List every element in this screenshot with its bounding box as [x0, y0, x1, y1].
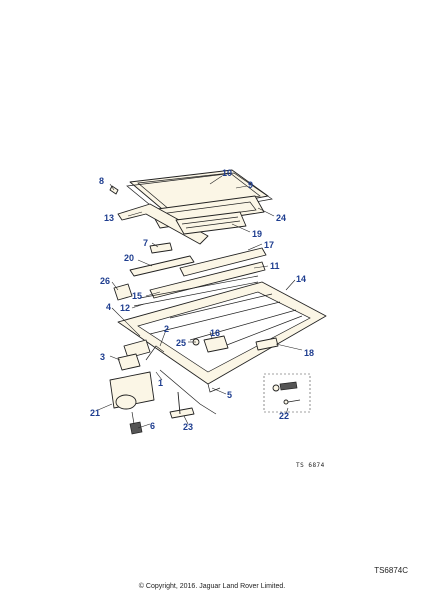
callout-24: 24	[276, 213, 286, 223]
callout-1: 1	[158, 378, 163, 388]
fixing-kit	[263, 373, 311, 413]
rear-drain-bracket	[255, 337, 279, 351]
guide-block	[113, 283, 133, 301]
callout-17: 17	[264, 240, 274, 250]
callout-8: 8	[99, 176, 104, 186]
callout-25: 25	[176, 338, 186, 348]
drain-hose	[159, 369, 217, 415]
callout-3: 3	[100, 352, 105, 362]
callout-2: 2	[164, 324, 169, 334]
crank-handle	[169, 391, 195, 419]
copyright-notice: © Copyright, 2016. Jaguar Land Rover Lim…	[138, 583, 286, 590]
callout-15: 15	[132, 291, 142, 301]
callout-13: 13	[104, 213, 114, 223]
drive-cable-upper	[139, 275, 259, 299]
callout-12: 12	[120, 303, 130, 313]
drawing-reference: TS 6874	[296, 462, 325, 469]
front-rail	[179, 247, 267, 277]
drive-cable-lower	[133, 281, 259, 307]
motor-assembly	[109, 339, 165, 435]
deflector-mechanism	[175, 211, 247, 235]
document-id: TS6874C	[374, 566, 408, 575]
drain-tube	[129, 255, 195, 277]
callout-26: 26	[100, 276, 110, 286]
sunroof-frame	[117, 281, 327, 393]
callout-22: 22	[279, 411, 289, 421]
callout-6: 6	[150, 421, 155, 431]
callout-20: 20	[124, 253, 134, 263]
callout-16: 16	[210, 328, 220, 338]
callout-14: 14	[296, 274, 306, 284]
mounting-bracket	[203, 335, 229, 353]
leader-lines	[97, 175, 303, 429]
callout-21: 21	[90, 408, 100, 418]
callout-10: 10	[222, 168, 232, 178]
callout-4: 4	[106, 302, 111, 312]
callout-18: 18	[304, 348, 314, 358]
bracket	[149, 242, 173, 254]
callout-23: 23	[183, 422, 193, 432]
callout-7: 7	[143, 238, 148, 248]
callout-19: 19	[252, 229, 262, 239]
callout-5: 5	[227, 390, 232, 400]
callout-11: 11	[270, 261, 280, 271]
callout-9: 9	[248, 180, 253, 190]
